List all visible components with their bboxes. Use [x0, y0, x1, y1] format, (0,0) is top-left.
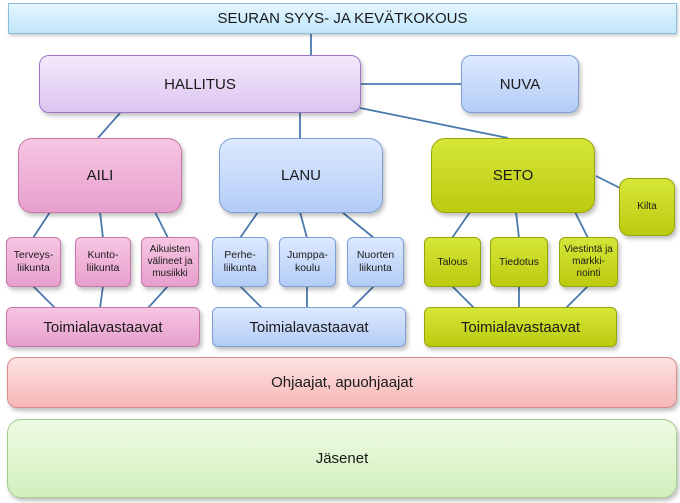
division-lanu-box: LANU	[219, 138, 383, 213]
sub-seto-marketing: Viestintä ja markki- nointi	[559, 237, 618, 287]
sub-lanu-family: Perhe- liikunta	[212, 237, 268, 287]
board-box: HALLITUS	[39, 55, 361, 113]
sub-lanu-school-label: Jumppa- koulu	[287, 249, 328, 274]
nuva-label: NUVA	[499, 75, 541, 93]
sub-aili-adults: Aikuisten välineet ja musiikki	[141, 237, 199, 287]
members-label: Jäsenet	[315, 450, 369, 467]
division-lanu-label: LANU	[280, 167, 321, 184]
sub-aili-fitness-label: Kunto- liikunta	[86, 249, 120, 274]
officers-aili-box: Toimialavastaavat	[6, 307, 200, 347]
division-aili-box: AILI	[18, 138, 182, 213]
division-aili-label: AILI	[86, 167, 114, 184]
sub-aili-health: Terveys- liikunta	[6, 237, 61, 287]
sub-seto-marketing-label: Viestintä ja markki- nointi	[564, 244, 613, 279]
instructors-label: Ohjaajat, apuohjaajat	[271, 374, 413, 391]
sub-aili-health-label: Terveys- liikunta	[13, 249, 54, 274]
kilta-box: Kilta	[619, 178, 675, 236]
division-seto-box: SETO	[431, 138, 595, 213]
sub-seto-news-label: Tiedotus	[499, 255, 539, 268]
sub-lanu-youth: Nuorten liikunta	[347, 237, 404, 287]
nuva-box: NUVA	[461, 55, 579, 113]
officers-aili-label: Toimialavastaavat	[43, 318, 163, 336]
general-meeting-box: SEURAN SYYS- JA KEVÄTKOKOUS	[8, 3, 677, 34]
officers-lanu-box: Toimialavastaavat	[212, 307, 406, 347]
sub-lanu-family-label: Perhe- liikunta	[223, 249, 257, 274]
officers-lanu-label: Toimialavastaavat	[249, 318, 369, 336]
sub-lanu-school: Jumppa- koulu	[279, 237, 336, 287]
members-box: Jäsenet	[7, 419, 677, 498]
sub-seto-news: Tiedotus	[490, 237, 548, 287]
general-meeting-label: SEURAN SYYS- JA KEVÄTKOKOUS	[217, 10, 468, 27]
sub-lanu-youth-label: Nuorten liikunta	[356, 249, 395, 274]
sub-aili-fitness: Kunto- liikunta	[75, 237, 131, 287]
officers-seto-label: Toimialavastaavat	[460, 318, 581, 336]
division-seto-label: SETO	[492, 167, 534, 184]
instructors-box: Ohjaajat, apuohjaajat	[7, 357, 677, 408]
board-label: HALLITUS	[164, 75, 236, 93]
sub-seto-finance-label: Talous	[437, 255, 468, 268]
sub-seto-finance: Talous	[424, 237, 481, 287]
sub-aili-adults-label: Aikuisten välineet ja musiikki	[147, 244, 193, 279]
kilta-label: Kilta	[637, 201, 657, 212]
officers-seto-box: Toimialavastaavat	[424, 307, 617, 347]
